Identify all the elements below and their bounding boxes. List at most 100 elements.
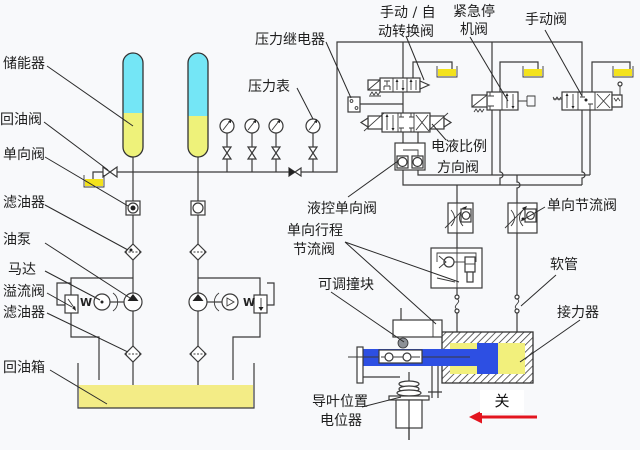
- label-oil-pump: 油泵: [3, 232, 31, 248]
- emergency-stop-valve: [471, 91, 536, 113]
- accumulator-right: [187, 52, 209, 158]
- label-servomotor: 接力器: [557, 305, 599, 321]
- filter-icon: [124, 345, 142, 363]
- pilot-check-valve: [394, 142, 426, 171]
- leader-motor: [44, 270, 101, 301]
- pipe-switch-drain: [412, 61, 453, 78]
- leader-potentiometer: [361, 396, 402, 408]
- drain-tank-manual: [612, 66, 634, 78]
- label-stop-block: 可调撞块: [318, 277, 374, 293]
- pipe-to-servo-right: [516, 175, 521, 332]
- label-check-valve: 单向阀: [3, 147, 45, 163]
- hose-left: [454, 294, 460, 314]
- leader-pressure-gauge: [296, 87, 314, 120]
- pipe-left-relief-loop: [56, 277, 133, 380]
- oil-chamber: [188, 116, 208, 157]
- close-direction-arrow-icon: [469, 410, 537, 424]
- relief-valve-right: [253, 294, 268, 314]
- pressure-gauge-icon: [268, 118, 284, 160]
- header-check-valve: [288, 166, 302, 178]
- rod-end-plate: [356, 346, 364, 384]
- relief-valve-left: [64, 294, 79, 314]
- leader-manual-valve: [544, 29, 583, 97]
- label-return-tank: 回油箱: [3, 360, 45, 376]
- label-emergency-valve-line2: 机阀: [460, 22, 488, 38]
- check-valve-left: [125, 200, 141, 216]
- motor-marker-right: W: [243, 296, 256, 309]
- pipe-line-b: [417, 170, 590, 176]
- manual-valve: [552, 81, 623, 111]
- leader-proportional-valve: [431, 123, 447, 141]
- pipe-line-a: [402, 170, 582, 186]
- one-way-throttle-valve-left: [444, 202, 474, 234]
- leader-switch-valve: [405, 35, 425, 81]
- label-relief-valve: 溢流阀: [3, 284, 45, 300]
- proportional-directional-valve: [359, 112, 453, 133]
- label-throttle-valve: 单向节流阀: [547, 198, 617, 214]
- leader-check-valve: [44, 156, 129, 207]
- piston: [477, 343, 498, 374]
- check-valve-right: [190, 200, 206, 216]
- pressure-gauge-icon: [219, 118, 235, 160]
- stroke-valve-actuator-block: [392, 308, 443, 338]
- leader-hose: [520, 274, 557, 307]
- pipe-manual-drain: [591, 61, 631, 92]
- one-way-throttle-valve-right: [504, 202, 538, 234]
- drain-tank-left: [83, 175, 105, 188]
- label-proportional-valve-line1: 电液比例: [431, 139, 487, 155]
- label-hose: 软管: [550, 257, 578, 273]
- leader-oil-pump: [44, 242, 131, 299]
- leader-filter-upper: [44, 204, 129, 251]
- filter-icon: [189, 345, 207, 363]
- label-potentiometer-line2: 电位器: [320, 413, 362, 429]
- drain-tank-emergency: [522, 66, 544, 78]
- oil-pump-right: [188, 292, 208, 312]
- leader-filter-lower: [46, 312, 129, 353]
- motor-left: [93, 292, 119, 312]
- label-accumulator: 储能器: [3, 56, 45, 72]
- filter-icon: [189, 243, 207, 261]
- adjustable-stop-block: [397, 337, 409, 349]
- direction-label: 关: [480, 390, 524, 413]
- motor-marker-left: W: [80, 296, 93, 309]
- drain-tank-switch: [436, 66, 458, 78]
- label-manual-valve: 手动阀: [525, 12, 567, 28]
- pipe-right-relief-loop: [198, 277, 275, 380]
- guide-vane-potentiometer: [388, 372, 430, 440]
- label-pilot-check-valve: 液控单向阀: [307, 201, 377, 217]
- leader-servomotor: [519, 319, 581, 363]
- label-motor: 马达: [8, 262, 36, 278]
- label-potentiometer-line1: 导叶位置: [312, 394, 368, 410]
- return-oil-tank: [77, 363, 255, 409]
- pressure-gauges: [219, 118, 321, 160]
- label-filter-upper: 滤油器: [3, 195, 45, 211]
- motor-right: [213, 292, 239, 312]
- label-pressure-relay: 压力继电器: [255, 32, 325, 48]
- leader-lines: [43, 29, 583, 408]
- gas-chamber: [188, 53, 208, 116]
- leader-throttle-valve: [520, 206, 546, 222]
- pipe-return-drain: [92, 171, 103, 180]
- gas-chamber: [123, 53, 143, 113]
- leader-stop-block: [330, 291, 405, 343]
- manual-auto-switch-valve: [367, 77, 431, 97]
- leader-relief-valve: [46, 292, 73, 308]
- hose-right: [514, 294, 520, 314]
- filter-icon: [124, 243, 142, 261]
- pipe-pressure-header: [117, 41, 583, 173]
- servo-oil-right: [498, 343, 525, 374]
- piston-rod: [348, 346, 477, 384]
- return-valve-symbol: [102, 165, 118, 179]
- pressure-relay: [347, 96, 361, 113]
- leader-pilot-check-valve: [347, 160, 399, 198]
- leader-return-valve: [43, 121, 109, 171]
- pipe-emergency-drain: [499, 61, 539, 92]
- label-switch-valve-line1: 手动 / 自: [380, 5, 436, 21]
- leader-stroke-throttle-valve: [344, 241, 460, 325]
- label-switch-valve-line2: 动转换阀: [378, 24, 434, 40]
- label-stroke-valve-line2: 节流阀: [293, 242, 335, 258]
- oil-chamber: [123, 113, 143, 157]
- leader-return-tank: [49, 369, 108, 405]
